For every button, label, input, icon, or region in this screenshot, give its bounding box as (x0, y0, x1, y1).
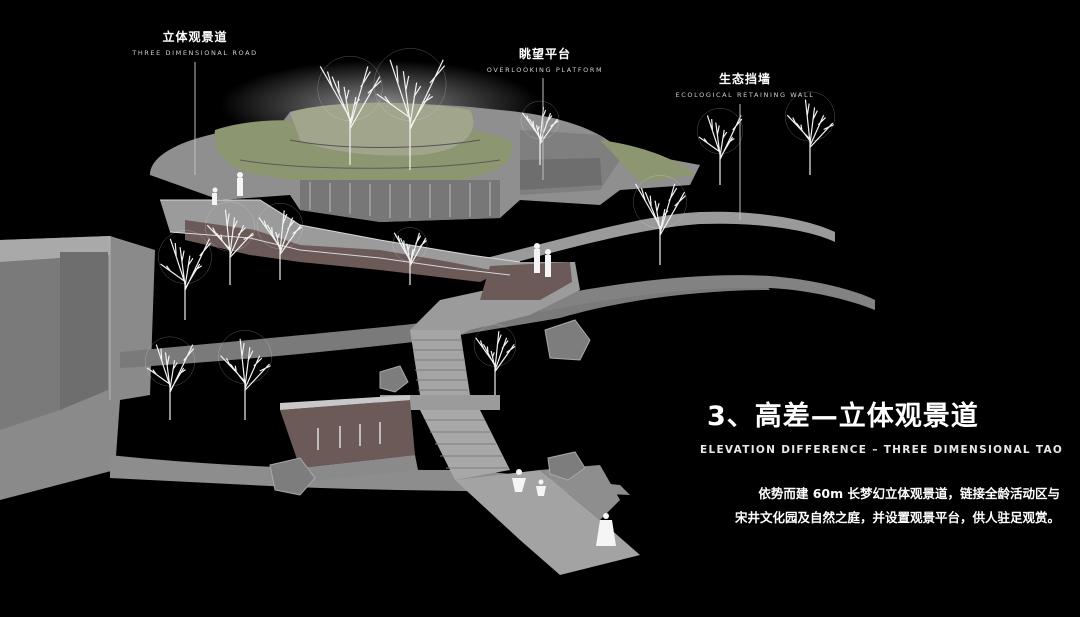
description-line-2: 宋井文化园及自然之庭，并设置观景平台，供人驻足观赏。 (734, 510, 1060, 525)
tree-icon (373, 48, 447, 170)
tree-icon (205, 201, 255, 285)
callout-leader-lines (194, 62, 741, 220)
overlooking-platform (150, 60, 700, 222)
rock-group (269, 319, 591, 496)
tree-icon (145, 336, 195, 420)
tree-group (145, 48, 835, 420)
tree-icon (633, 175, 687, 265)
callout-ecological-retaining-wall: 生态挡墙 ECOLOGICAL RETAINING WALL (660, 70, 830, 99)
callout-platform-cn: 眺望平台 (518, 47, 571, 61)
tree-icon (473, 324, 517, 395)
section-title: 3、高差—立体观景道 (707, 401, 979, 432)
tree-icon (696, 107, 744, 185)
ecological-retaining-wall (470, 211, 875, 312)
callout-platform-en: OVERLOOKING PLATFORM (486, 66, 604, 74)
callout-road-en: THREE DIMENSIONAL ROAD (132, 49, 258, 57)
callout-wall-cn: 生态挡墙 (718, 72, 771, 86)
callout-overlooking-platform: 眺望平台 OVERLOOKING PLATFORM (470, 45, 620, 74)
callout-road-cn: 立体观景道 (162, 30, 228, 44)
callout-wall-en: ECOLOGICAL RETAINING WALL (675, 91, 815, 99)
section-description: 依势而建 60m 长梦幻立体观景道，链接全龄活动区与 宋井文化园及自然之庭，并设… (660, 482, 1060, 530)
section-subtitle: ELEVATION DIFFERENCE – THREE DIMENSIONAL… (700, 444, 1064, 456)
tree-icon (520, 100, 560, 165)
people-figures (212, 172, 616, 546)
walkway-network (160, 199, 640, 575)
tree-icon (785, 91, 835, 175)
tree-icon (218, 330, 272, 420)
tree-icon (256, 202, 304, 280)
tree-icon (158, 230, 212, 320)
left-building (0, 236, 155, 500)
tree-icon (317, 55, 383, 165)
callout-three-dimensional-road: 立体观景道 THREE DIMENSIONAL ROAD (120, 28, 270, 57)
tree-icon (392, 227, 428, 285)
description-line-1: 依势而建 60m 长梦幻立体观景道，链接全龄活动区与 (758, 486, 1060, 501)
